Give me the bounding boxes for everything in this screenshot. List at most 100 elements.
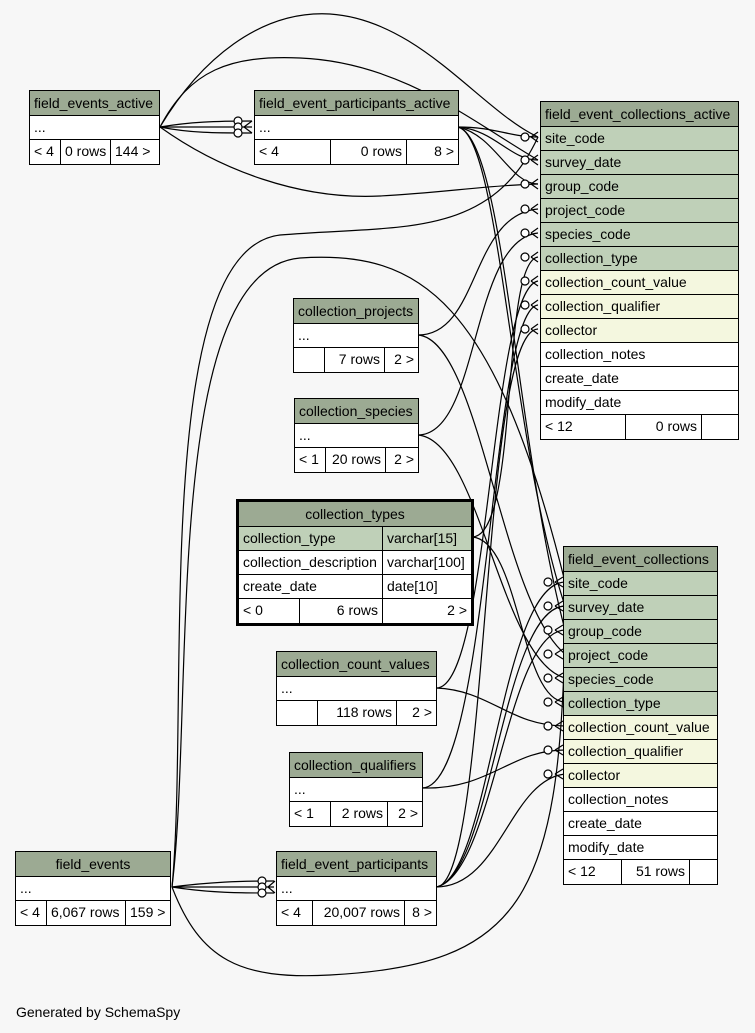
parents-count: < 4	[281, 904, 301, 920]
edge	[471, 256, 539, 538]
column-modify-date: modify_date	[541, 391, 738, 415]
edge	[417, 232, 539, 436]
children-count	[701, 415, 738, 439]
column-collector: collector	[541, 319, 738, 343]
children-count: 2 >	[384, 348, 418, 372]
edge	[435, 605, 566, 888]
table-name: field_event_participants_active	[255, 91, 458, 116]
edge	[435, 773, 566, 888]
column-collection-notes: collection_notes	[541, 343, 738, 367]
table-collection-count-values[interactable]: collection_count_values ... 118 rows 2 >	[276, 651, 437, 726]
parents-count: < 1	[294, 805, 314, 821]
table-field-event-participants[interactable]: field_event_participants ... < 4 20,007 …	[276, 851, 437, 926]
table-columns-ellipsis: ...	[277, 677, 436, 701]
column-name: create_date	[243, 578, 317, 594]
table-collection-species[interactable]: collection_species ... < 1 20 rows 2 >	[294, 398, 419, 473]
table-name: field_event_collections_active	[541, 102, 738, 127]
edge	[435, 280, 539, 689]
table-collection-types[interactable]: collection_types collection_type varchar…	[236, 499, 474, 626]
row-count: 2 rows	[330, 802, 387, 826]
children-count: 8 >	[406, 140, 458, 164]
parents-count: < 12	[545, 418, 573, 434]
column-species-code: species_code	[564, 668, 717, 692]
children-count	[689, 860, 717, 884]
table-columns-ellipsis: ...	[255, 116, 458, 140]
table-name: collection_types	[239, 502, 471, 527]
table-footer: < 4 20,007 rows 8 >	[277, 901, 436, 925]
children-count: 2 >	[385, 448, 418, 472]
column-collection-type: collection_type	[564, 692, 717, 716]
column-collector: collector	[564, 764, 717, 788]
edge	[417, 208, 539, 336]
edge	[435, 687, 566, 727]
table-footer: 7 rows 2 >	[294, 348, 418, 372]
column-collection-count-value: collection_count_value	[541, 271, 738, 295]
edge	[421, 749, 566, 789]
column-project-code: project_code	[564, 644, 717, 668]
table-columns-ellipsis: ...	[290, 778, 422, 802]
row-count: 0 rows	[625, 415, 701, 439]
table-footer: < 4 6,067 rows 159 >	[16, 901, 170, 925]
column-species-code: species_code	[541, 223, 738, 247]
table-columns-ellipsis: ...	[277, 877, 436, 901]
column-modify-date: modify_date	[564, 836, 717, 860]
table-field-event-participants-active[interactable]: field_event_participants_active ... < 4 …	[254, 90, 459, 165]
children-count: 8 >	[404, 901, 436, 925]
table-name: field_events	[16, 852, 170, 877]
table-field-event-collections-active[interactable]: field_event_collections_active site_code…	[540, 101, 739, 440]
table-collection-qualifiers[interactable]: collection_qualifiers ... < 1 2 rows 2 >	[289, 752, 423, 827]
table-collection-projects[interactable]: collection_projects ... 7 rows 2 >	[293, 298, 419, 373]
edge	[457, 126, 539, 161]
column-survey-date: survey_date	[564, 596, 717, 620]
column-name: collection_type	[243, 530, 336, 546]
column-collection-qualifier: collection_qualifier	[564, 740, 717, 764]
edge	[171, 886, 275, 894]
table-footer: < 1 2 rows 2 >	[290, 802, 422, 826]
column-type: date[10]	[382, 575, 471, 598]
children-count: 159 >	[125, 901, 170, 925]
table-footer: < 4 0 rows 144 >	[30, 140, 159, 164]
row-count: 6,067 rows	[46, 901, 125, 925]
row-count: 20,007 rows	[312, 901, 404, 925]
row-count: 118 rows	[317, 701, 396, 725]
edge	[159, 126, 253, 134]
table-name: field_event_participants	[277, 852, 436, 877]
table-field-events[interactable]: field_events ... < 4 6,067 rows 159 >	[15, 851, 171, 926]
table-footer: 118 rows 2 >	[277, 701, 436, 725]
table-field-events-active[interactable]: field_events_active ... < 4 0 rows 144 >	[29, 90, 160, 165]
column-site-code: site_code	[564, 572, 717, 596]
children-count: 144 >	[110, 140, 159, 164]
row-count: 51 rows	[621, 860, 689, 884]
column-create-date: create_date	[564, 812, 717, 836]
row-count: 0 rows	[60, 140, 110, 164]
edge	[457, 126, 539, 138]
column-collection-type: collection_type	[541, 247, 738, 271]
children-count: 2 >	[387, 802, 422, 826]
column-site-code: site_code	[541, 127, 738, 151]
table-field-event-collections[interactable]: field_event_collections site_code survey…	[563, 546, 718, 885]
column-collection-description: collection_description varchar[100]	[239, 551, 471, 575]
table-columns-ellipsis: ...	[30, 116, 159, 140]
table-footer: < 1 20 rows 2 >	[295, 448, 418, 472]
column-type: varchar[100]	[382, 551, 471, 574]
table-name: collection_count_values	[277, 652, 436, 677]
edge	[435, 581, 566, 888]
edge	[471, 536, 566, 703]
table-name: field_events_active	[30, 91, 159, 116]
table-footer: < 0 6 rows 2 >	[239, 599, 471, 623]
column-create-date: create_date	[541, 367, 738, 391]
parents-count	[277, 701, 317, 725]
column-type: varchar[15]	[382, 527, 471, 550]
column-create-date: create_date date[10]	[239, 575, 471, 599]
children-count: 2 >	[382, 599, 471, 623]
table-name: collection_species	[295, 399, 418, 424]
column-group-code: group_code	[541, 175, 738, 199]
table-footer: < 12 51 rows	[564, 860, 717, 884]
parents-count: < 4	[259, 143, 279, 159]
parents-count: < 12	[568, 863, 596, 879]
column-collection-type: collection_type varchar[15]	[239, 527, 471, 551]
parents-count: < 0	[243, 602, 263, 618]
parents-count: < 4	[34, 143, 54, 159]
column-collection-count-value: collection_count_value	[564, 716, 717, 740]
table-name: field_event_collections	[564, 547, 717, 572]
